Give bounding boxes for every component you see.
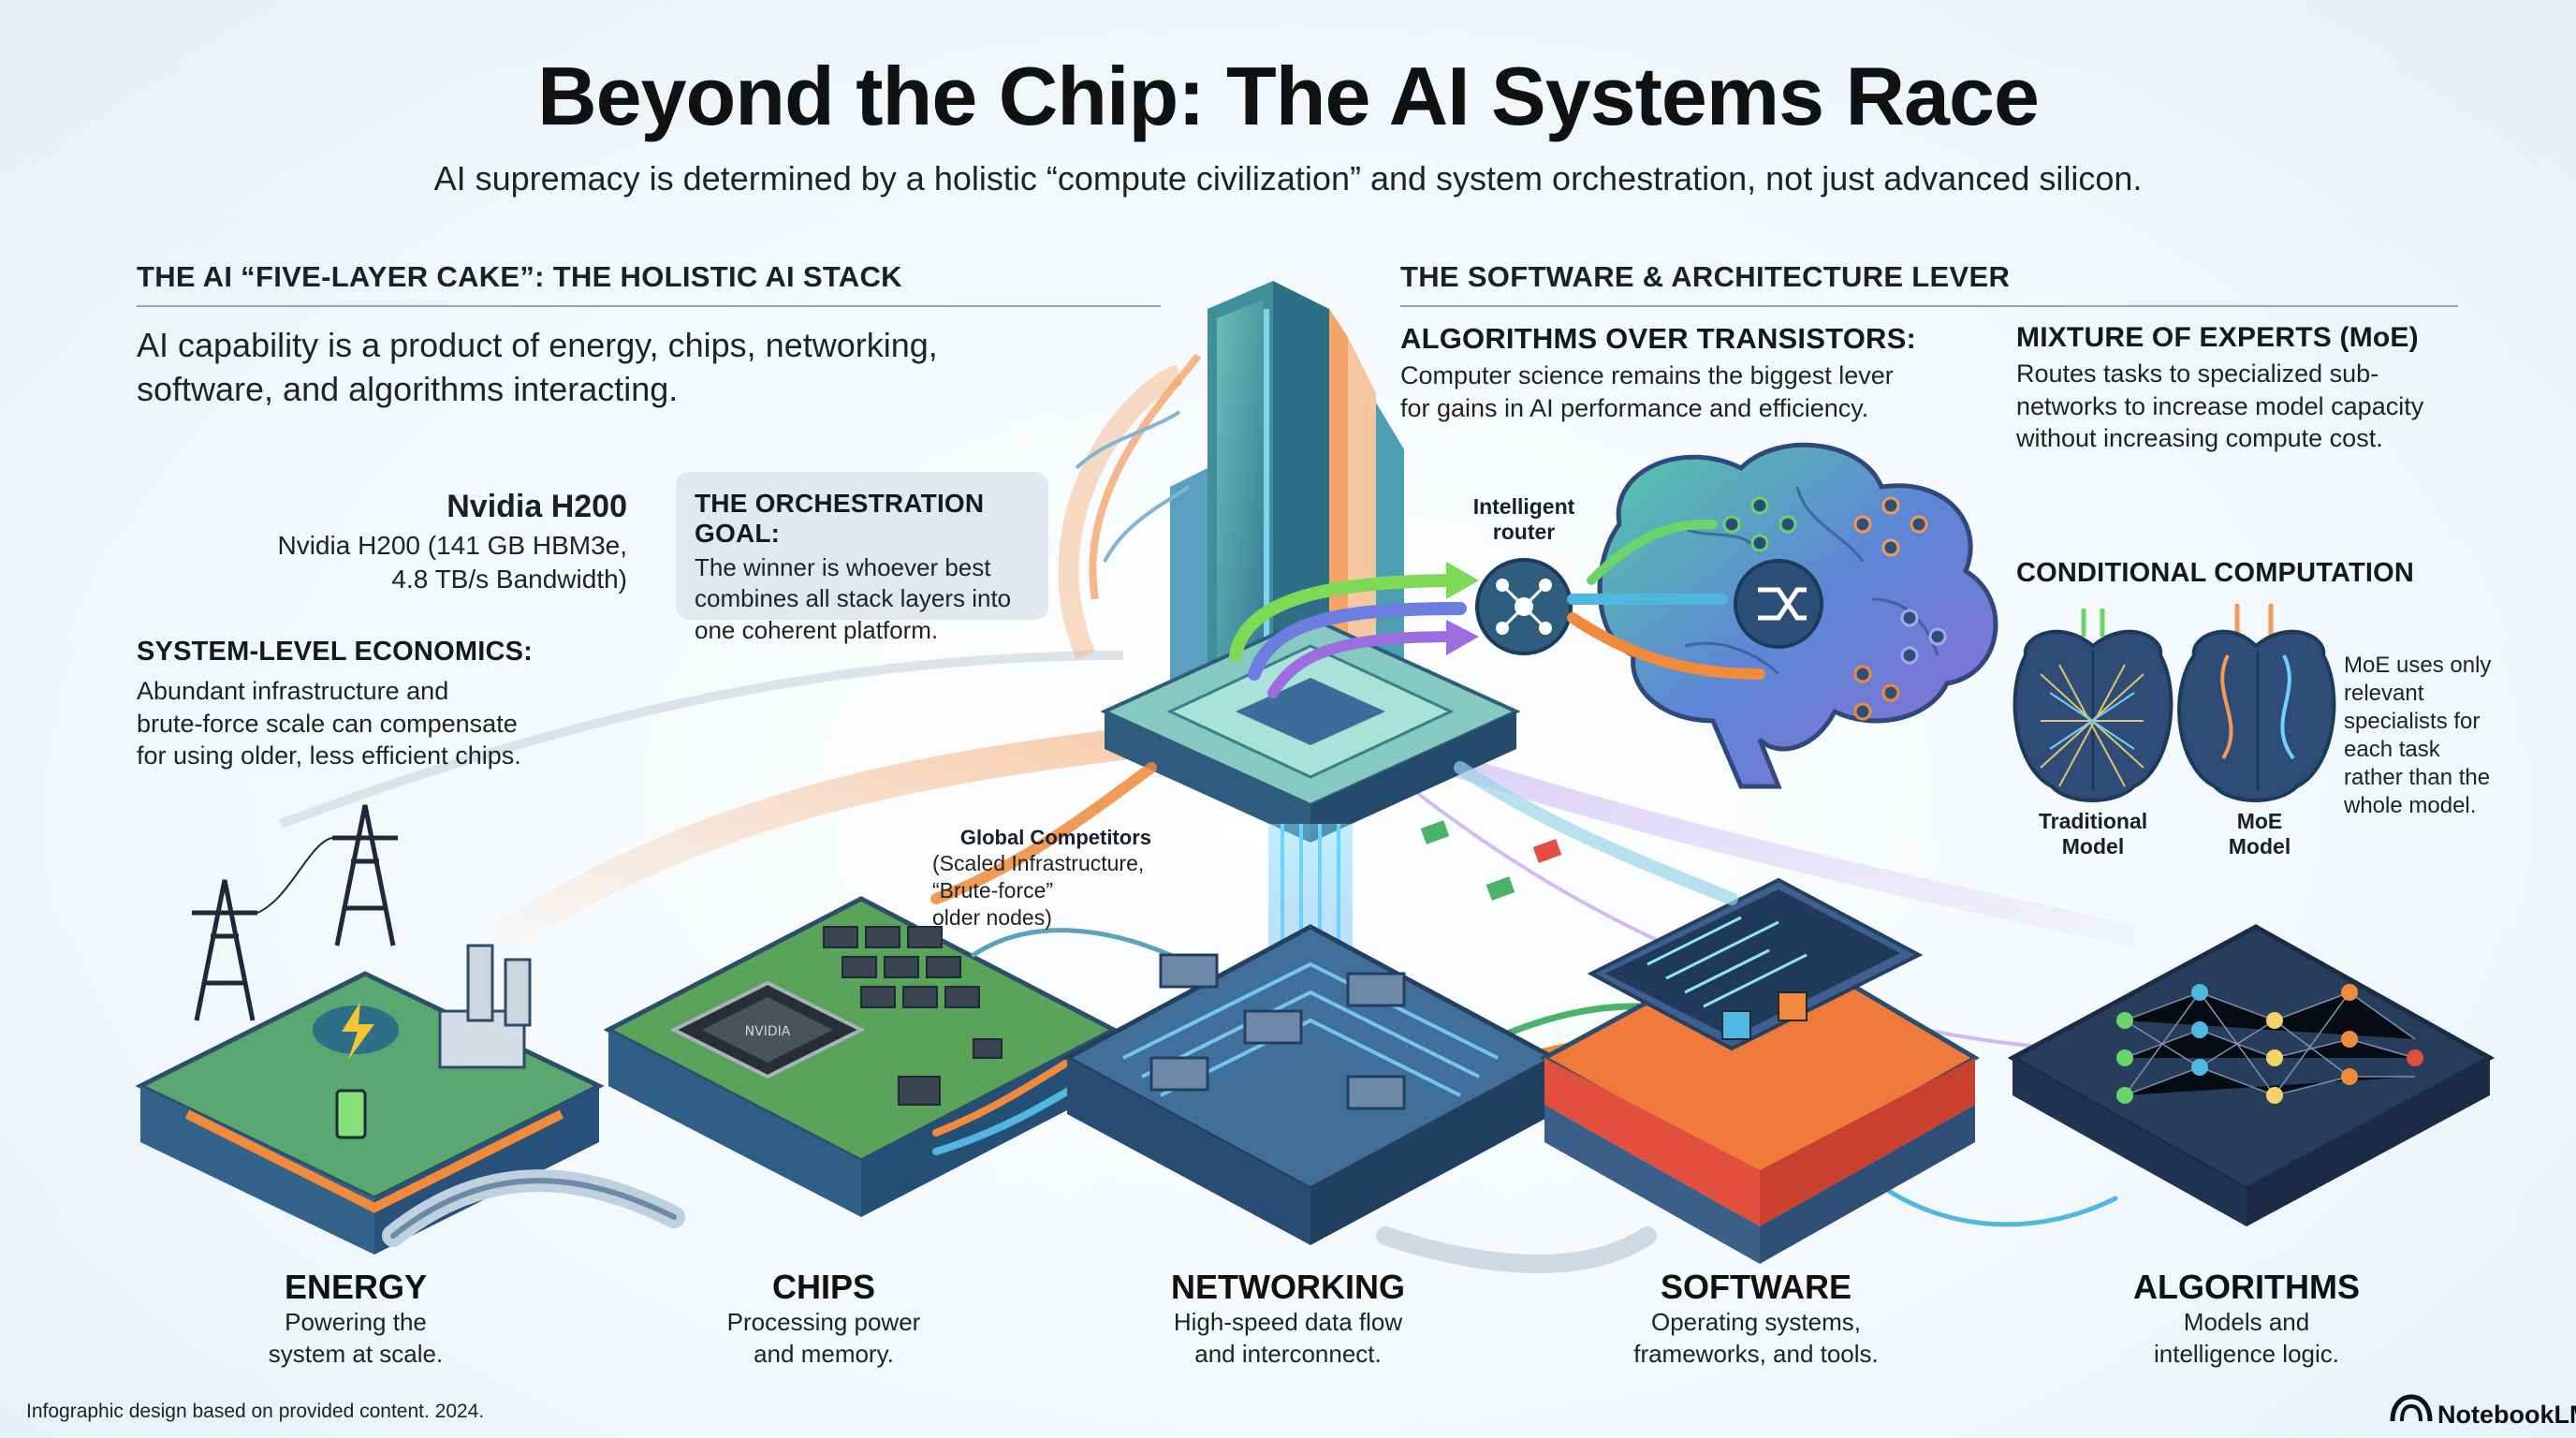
- system-economics-callout: SYSTEM-LEVEL ECONOMICS: Abundant infrast…: [137, 637, 623, 772]
- layer-description: Powering the: [285, 1308, 427, 1336]
- router-arrows: [1229, 562, 1479, 698]
- competitors-text: (Scaled Infrastructure,: [932, 851, 1145, 875]
- moe-note-line: whole model.: [2344, 793, 2477, 818]
- layer-name: ALGORITHMS: [2133, 1268, 2360, 1306]
- hub-chip: [1100, 615, 1521, 843]
- moe-text: networks to increase model capacity: [2016, 391, 2424, 420]
- competitors-title: Global Competitors: [959, 826, 1151, 849]
- mixture-of-experts-callout: MIXTURE OF EXPERTS (MoE) Routes tasks to…: [2016, 322, 2503, 455]
- moe-note-line: relevant: [2344, 681, 2424, 706]
- energy-platform: [135, 804, 605, 1255]
- algo-title: ALGORITHMS OVER TRANSISTORS:: [1400, 322, 1916, 355]
- econ-text: for using older, less efficient chips.: [137, 741, 521, 770]
- orchestration-goal-box: THE ORCHESTRATION GOAL: The winner is wh…: [676, 472, 1048, 644]
- layer-name: CHIPS: [771, 1268, 876, 1306]
- upward-arrows: [1075, 410, 1191, 563]
- moe-text: without increasing compute cost.: [2016, 424, 2383, 453]
- model-label-line: Model: [2228, 834, 2291, 858]
- layer-description: Operating systems,: [1651, 1308, 1861, 1336]
- moe-note-line: specialists for: [2344, 709, 2481, 734]
- econ-title: SYSTEM-LEVEL ECONOMICS:: [137, 637, 533, 667]
- page-subtitle: AI supremacy is determined by a holistic…: [433, 159, 2143, 198]
- flow-ribbons: [279, 353, 2137, 1050]
- chip-marking: NVIDIA: [745, 1024, 791, 1039]
- footer-note: Infographic design based on provided con…: [26, 1401, 485, 1422]
- layer-chips: CHIPS Processing power and memory.: [655, 1268, 992, 1371]
- moe-model-icon: [2177, 604, 2336, 802]
- factory-icon: [438, 944, 532, 1069]
- layer-description: intelligence logic.: [2153, 1339, 2339, 1368]
- layer-algorithms: ALGORITHMS Models and intelligence logic…: [2078, 1268, 2415, 1371]
- h200-title: Nvidia H200: [446, 489, 627, 524]
- page-title: Beyond the Chip: The AI Systems Race: [537, 50, 2040, 142]
- moe-note-line: rather than the: [2344, 765, 2491, 790]
- econ-text: Abundant infrastructure and: [137, 677, 449, 705]
- lightning-icon: [313, 1002, 399, 1060]
- conditional-computation-heading: CONDITIONAL COMPUTATION: [2016, 558, 2415, 588]
- layer-description: Models and: [2183, 1308, 2310, 1336]
- model-label-line: Traditional: [2038, 809, 2148, 833]
- competitors-text: older nodes): [932, 904, 1052, 930]
- shuffle-icon: [1734, 559, 1823, 649]
- moe-note-line: MoE uses only: [2344, 653, 2492, 678]
- moe-note-line: each task: [2344, 737, 2440, 762]
- layer-software: SOFTWARE Operating systems, frameworks, …: [1588, 1268, 1925, 1371]
- algo-text: for gains in AI performance and efficien…: [1400, 393, 1869, 422]
- layer-description: and memory.: [754, 1339, 894, 1368]
- software-architecture-heading: THE SOFTWARE & ARCHITECTURE LEVER: [1400, 260, 2458, 307]
- moe-model-label: MoE Model: [2185, 809, 2334, 859]
- notebooklm-logo-icon: [2390, 1394, 2433, 1422]
- layer-description: and interconnect.: [1194, 1339, 1382, 1368]
- router-to-brain-arrows: [1567, 520, 1765, 680]
- hub-feeds: [930, 761, 1738, 905]
- five-layer-cake-lead: AI capability is a product of energy, ch…: [137, 324, 1054, 412]
- layer-energy: ENERGY Powering the system at scale.: [187, 1268, 524, 1371]
- chips-platform: NVIDIA: [603, 896, 1120, 1217]
- algorithms-over-transistors-callout: ALGORITHMS OVER TRANSISTORS: Computer sc…: [1400, 322, 1962, 424]
- router-label-line: Intelligent: [1472, 494, 1575, 519]
- goal-title: THE ORCHESTRATION GOAL:: [695, 489, 985, 548]
- moe-title: MIXTURE OF EXPERTS (MoE): [2016, 322, 2419, 353]
- traditional-model-icon: [2012, 609, 2174, 802]
- router-label-line: router: [1492, 520, 1556, 544]
- goal-text: The winner is whoever best: [695, 553, 991, 581]
- notebooklm-brand: NotebookLM: [2437, 1401, 2576, 1429]
- h200-spec: 4.8 TB/s Bandwidth): [391, 564, 627, 594]
- layer-networking: NETWORKING High-speed data flow and inte…: [1120, 1268, 1456, 1371]
- transmission-tower-icon: [192, 804, 398, 1021]
- lead-line: AI capability is a product of energy, ch…: [137, 326, 938, 364]
- layer-description: frameworks, and tools.: [1633, 1339, 1879, 1368]
- goal-text: combines all stack layers into: [695, 584, 1012, 613]
- moe-text: Routes tasks to specialized sub-: [2016, 360, 2379, 388]
- router-icon: [1475, 558, 1573, 655]
- layer-description: Processing power: [726, 1308, 921, 1336]
- econ-text: brute-force scale can compensate: [137, 709, 518, 738]
- layer-description: High-speed data flow: [1173, 1308, 1403, 1336]
- goal-text: one coherent platform.: [695, 615, 939, 644]
- algo-text: Computer science remains the biggest lev…: [1400, 361, 1894, 389]
- lead-line: software, and algorithms interacting.: [137, 369, 679, 408]
- moe-note: MoE uses only relevant specialists for e…: [2344, 652, 2531, 820]
- competitors-text: “Brute-force”: [932, 877, 1054, 902]
- software-platform: [1539, 877, 1980, 1264]
- layer-description: system at scale.: [268, 1339, 444, 1368]
- model-label-line: Model: [2061, 834, 2125, 858]
- tower: [1170, 281, 1404, 730]
- layer-name: SOFTWARE: [1661, 1268, 1852, 1306]
- networking-platform: [1061, 924, 1559, 1245]
- h200-callout: Nvidia H200 Nvidia H200 (141 GB HBM3e, 4…: [258, 489, 627, 596]
- neural-network-icon: [1722, 496, 1947, 721]
- h200-spec: Nvidia H200 (141 GB HBM3e,: [277, 531, 627, 560]
- battery-icon: [335, 1089, 367, 1139]
- layer-name: NETWORKING: [1171, 1268, 1405, 1306]
- traditional-model-label: Traditional Model: [2018, 809, 2168, 859]
- model-label-line: MoE: [2236, 809, 2283, 833]
- intelligent-router-label: Intelligent router: [1440, 494, 1608, 545]
- five-layer-cake-heading: THE AI “FIVE-LAYER CAKE”: THE HOLISTIC A…: [137, 260, 1161, 307]
- algorithms-platform: [2007, 924, 2496, 1226]
- global-competitors-callout: Global Competitors (Scaled Infrastructur…: [927, 826, 1151, 931]
- layer-name: ENERGY: [284, 1268, 428, 1306]
